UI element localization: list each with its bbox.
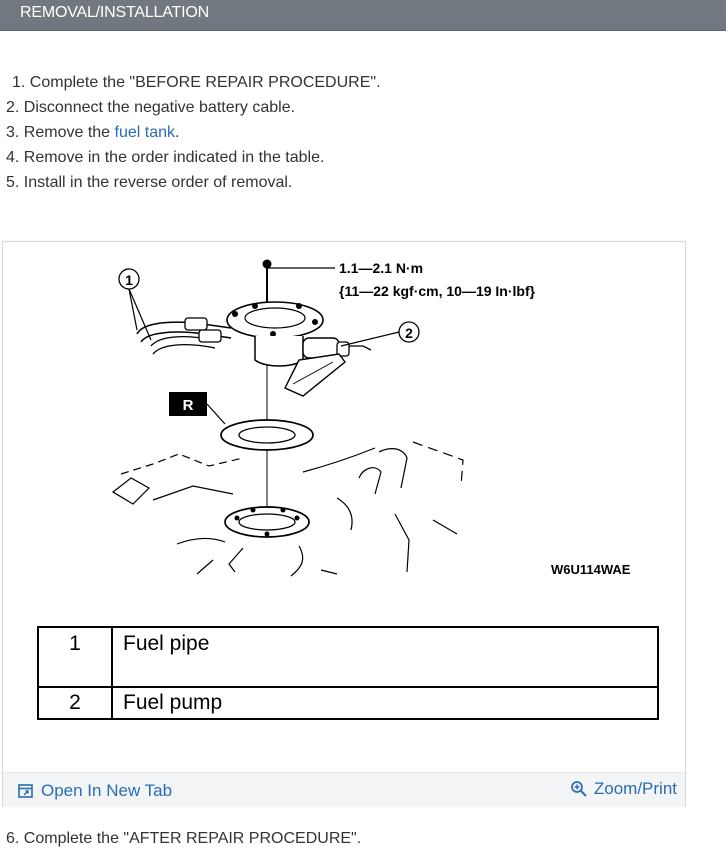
callout-2-leader — [340, 331, 400, 347]
figure-toolbar: Open In New Tab Zoom/Print — [3, 772, 685, 807]
tank-stud — [250, 507, 256, 513]
step-text: Remove in the order indicated in the tab… — [23, 149, 325, 166]
flange-bolt — [296, 303, 302, 309]
open-in-new-tab-button[interactable]: Open In New Tab — [17, 781, 172, 801]
section-header: REMOVAL/INSTALLATION — [0, 0, 726, 31]
fuel-tank-outline — [196, 559, 214, 575]
step-number: 3. — [6, 124, 20, 141]
procedure-steps: 1. Complete the "BEFORE REPAIR PROCEDURE… — [6, 70, 381, 195]
bolt-head — [262, 259, 272, 269]
fuel-tank-link[interactable]: fuel tank — [114, 124, 175, 141]
step-5: 5. Install in the reverse order of remov… — [6, 170, 381, 195]
step-3: 3. Remove the fuel tank. — [6, 120, 381, 145]
fuel-pump-diagram: 1.1—2.1 N·m {11—22 kgf·cm, 10—19 In·lbf}… — [111, 259, 631, 577]
fuel-tank-outline — [290, 545, 304, 577]
table-row: 2 Fuel pump — [37, 686, 659, 720]
step-number: 1. — [12, 74, 26, 91]
fuel-tank-outline — [120, 453, 244, 475]
step-number: 4. — [6, 149, 20, 166]
fuel-tank-outline — [432, 519, 458, 535]
flange-bolt — [232, 311, 238, 317]
step-1: 1. Complete the "BEFORE REPAIR PROCEDURE… — [6, 70, 381, 95]
part-name: Fuel pump — [111, 686, 659, 720]
tank-stud — [264, 531, 270, 537]
fuel-tank-outline — [111, 477, 150, 505]
callout-1-leader — [128, 288, 152, 341]
zoom-print-button[interactable]: Zoom/Print — [570, 779, 677, 799]
fuel-tank-outline — [412, 441, 464, 487]
step-text: Install in the reverse order of removal. — [23, 174, 293, 191]
fuel-tank-outline — [152, 485, 234, 501]
replace-label-leader — [206, 403, 226, 425]
figure-container: 1.1—2.1 N·m {11—22 kgf·cm, 10—19 In·lbf}… — [2, 241, 686, 807]
replace-label: R — [183, 397, 194, 414]
step-text-before-link: Remove the — [23, 124, 115, 141]
parts-table: 1 Fuel pipe 2 Fuel pump — [37, 626, 659, 720]
section-title: REMOVAL/INSTALLATION — [20, 4, 209, 21]
zoom-print-label: Zoom/Print — [593, 779, 677, 798]
replace-label-box — [169, 392, 207, 416]
pump-flange-inner — [244, 307, 306, 329]
pump-wire — [349, 345, 372, 351]
tank-stud — [234, 515, 240, 521]
tank-mount-ring — [224, 506, 310, 538]
callout-2-number: 2 — [405, 325, 413, 341]
step-text-after-link: . — [175, 124, 180, 141]
part-number: 1 — [37, 626, 113, 688]
fuel-pipe-lower — [152, 344, 216, 355]
tank-mount-ring-inner — [238, 513, 296, 531]
fuel-tank-outline — [358, 467, 382, 495]
step-number: 5. — [6, 174, 20, 191]
gasket — [220, 419, 314, 451]
callout-1-number: 1 — [125, 272, 133, 288]
step-number: 6. — [6, 830, 20, 847]
step-number: 2. — [6, 99, 20, 116]
fuel-tank-outline — [176, 537, 226, 545]
table-row: 1 Fuel pipe — [37, 626, 659, 688]
fuel-filter — [284, 353, 346, 397]
callout-1-leader — [128, 288, 138, 331]
tank-stud — [280, 507, 286, 513]
pump-end-cap — [336, 341, 350, 357]
part-name: Fuel pipe — [111, 626, 659, 688]
step-2: 2. Disconnect the negative battery cable… — [6, 95, 381, 120]
step-text: Disconnect the negative battery cable. — [23, 99, 296, 116]
flange-bolt — [252, 303, 258, 309]
flange-bolt — [270, 331, 276, 337]
flange-bolt — [312, 319, 318, 325]
fuel-tank-outline — [320, 569, 338, 575]
fuel-tank-outline — [336, 497, 353, 531]
zoom-icon — [571, 781, 587, 797]
step-text: Complete the "BEFORE REPAIR PROCEDURE". — [29, 74, 381, 91]
pump-body — [254, 336, 304, 367]
fuel-tank-outline — [378, 448, 408, 489]
torque-value: 1.1—2.1 N·m — [339, 260, 423, 276]
tank-stud — [294, 515, 300, 521]
open-new-tab-icon — [18, 784, 33, 798]
open-in-new-tab-label: Open In New Tab — [41, 781, 173, 800]
part-number: 2 — [37, 686, 113, 720]
pipe-connector — [184, 317, 208, 331]
fuel-tank-outline — [302, 447, 376, 473]
step-6: 6. Complete the "AFTER REPAIR PROCEDURE"… — [6, 830, 361, 848]
fuel-tank-outline — [394, 513, 410, 573]
gasket-inner — [238, 426, 296, 444]
fuel-filter-seam — [292, 361, 334, 385]
pipe-connector — [198, 329, 222, 343]
fuel-tank-outline — [228, 547, 244, 573]
figure-code: W6U114WAE — [551, 562, 631, 577]
step-4: 4. Remove in the order indicated in the … — [6, 145, 381, 170]
step-text: Complete the "AFTER REPAIR PROCEDURE". — [23, 830, 362, 847]
torque-value-alt: {11—22 kgf·cm, 10—19 In·lbf} — [339, 283, 536, 299]
